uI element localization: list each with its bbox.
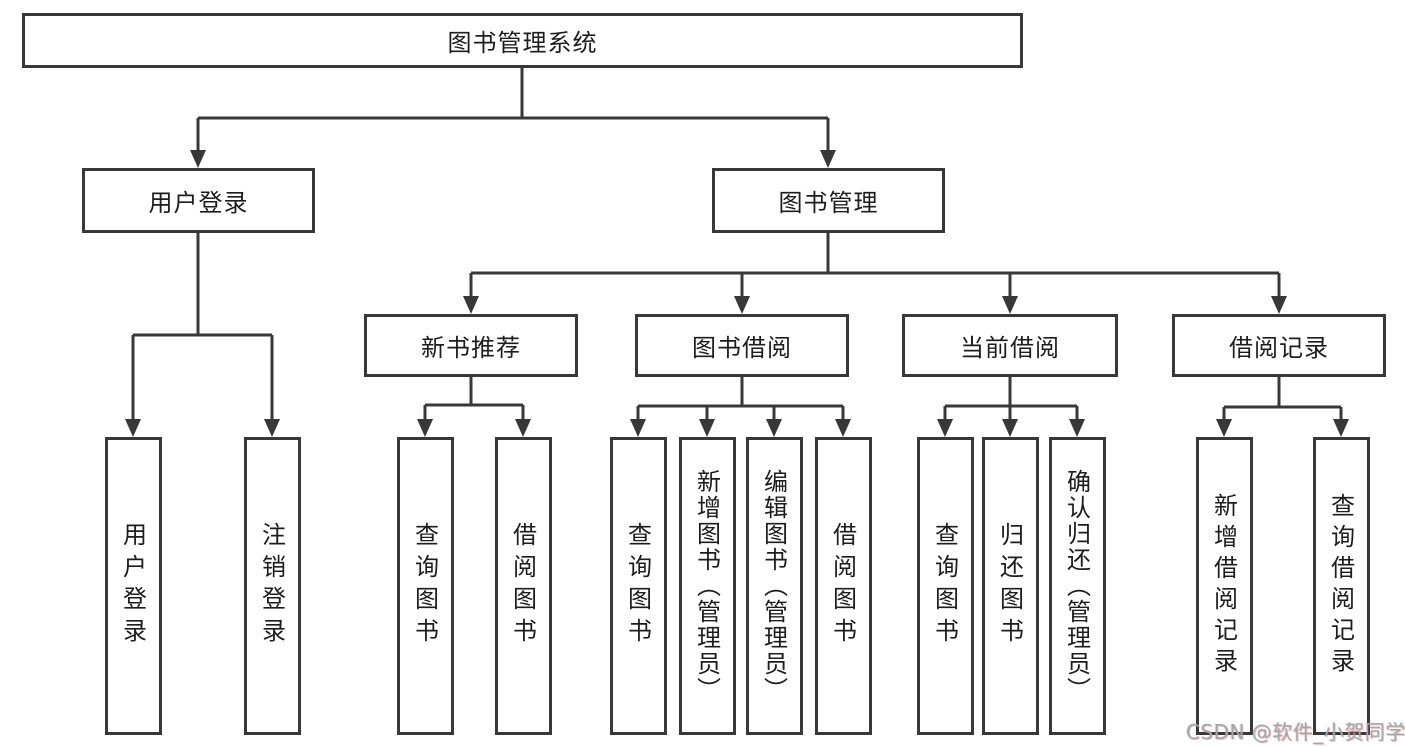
- leaf-user-login: 用户登录: [104, 437, 162, 735]
- arrowhead: [1069, 419, 1085, 437]
- connector-records-children: [1216, 377, 1349, 437]
- node-label: 当前借阅: [960, 334, 1060, 362]
- leaf-label: 注销登录: [257, 522, 286, 650]
- arrowhead: [699, 419, 715, 437]
- arrowhead: [125, 419, 141, 437]
- leaf-borrow-books-recommend: 借阅图书: [494, 437, 552, 735]
- arrowhead: [820, 150, 836, 168]
- arrowhead: [1271, 296, 1287, 314]
- node-borrowing-records: 借阅记录: [1172, 314, 1386, 377]
- leaf-label: 新增借阅记录: [1209, 493, 1238, 679]
- connector-current-children: [937, 377, 1085, 437]
- arrowhead: [937, 419, 953, 437]
- arrowhead: [1002, 296, 1018, 314]
- node-book-management: 图书管理: [712, 168, 945, 233]
- leaf-label: 用户登录: [118, 522, 147, 650]
- arrowhead: [190, 150, 206, 168]
- node-label: 新书推荐: [421, 334, 521, 362]
- node-book-borrowing: 图书借阅: [635, 314, 849, 377]
- watermark: CSDN @软件_小贺同学: [1186, 720, 1405, 744]
- node-new-book-recommend: 新书推荐: [364, 314, 578, 377]
- leaf-label: 确认归还（管理员）: [1062, 469, 1091, 703]
- leaf-query-books-recommend: 查询图书: [396, 437, 454, 735]
- leaf-add-book-admin: 新增图书（管理员）: [678, 437, 736, 735]
- node-label: 图书借阅: [692, 334, 792, 362]
- leaf-label: 编辑图书（管理员）: [759, 469, 788, 703]
- leaf-edit-book-admin: 编辑图书（管理员）: [745, 437, 803, 735]
- arrowhead: [835, 419, 851, 437]
- node-label: 借阅记录: [1229, 334, 1329, 362]
- arrowhead: [1216, 419, 1232, 437]
- connector-login-children: [125, 233, 280, 437]
- leaf-add-borrow-record: 新增借阅记录: [1195, 437, 1253, 735]
- arrowhead: [515, 419, 531, 437]
- leaf-label: 归还图书: [995, 522, 1024, 650]
- leaf-return-books: 归还图书: [981, 437, 1039, 735]
- leaf-label: 查询图书: [930, 522, 959, 650]
- arrowhead: [734, 296, 750, 314]
- leaf-query-books-borrowing: 查询图书: [609, 437, 667, 735]
- arrowhead: [463, 296, 479, 314]
- leaf-label: 新增图书（管理员）: [692, 469, 721, 703]
- node-label: 图书管理: [778, 189, 879, 217]
- arrowhead: [766, 419, 782, 437]
- leaf-query-books-current: 查询图书: [916, 437, 974, 735]
- arrowhead: [264, 419, 280, 437]
- connector-recommend-children: [417, 377, 531, 437]
- node-current-borrowing: 当前借阅: [902, 314, 1118, 377]
- leaf-label: 查询图书: [410, 522, 439, 650]
- arrowhead: [417, 419, 433, 437]
- leaf-confirm-return-admin: 确认归还（管理员）: [1048, 437, 1106, 735]
- leaf-label: 查询图书: [623, 522, 652, 650]
- leaf-query-borrow-record: 查询借阅记录: [1312, 437, 1370, 735]
- connector-root-to-level2: [190, 68, 836, 168]
- connector-mgmt-to-level3: [463, 233, 1287, 314]
- connector-borrowing-children: [630, 377, 851, 437]
- node-library-system: 图书管理系统: [22, 13, 1023, 68]
- arrowhead: [1333, 419, 1349, 437]
- leaf-label: 查询借阅记录: [1326, 493, 1355, 679]
- arrowhead: [1002, 419, 1018, 437]
- leaf-logout: 注销登录: [243, 437, 301, 735]
- leaf-label: 借阅图书: [508, 522, 537, 650]
- arrowhead: [630, 419, 646, 437]
- node-user-login: 用户登录: [82, 168, 315, 233]
- node-label: 用户登录: [148, 189, 249, 217]
- leaf-label: 借阅图书: [828, 522, 857, 650]
- leaf-borrow-books-borrowing: 借阅图书: [814, 437, 872, 735]
- node-label: 图书管理系统: [447, 29, 598, 57]
